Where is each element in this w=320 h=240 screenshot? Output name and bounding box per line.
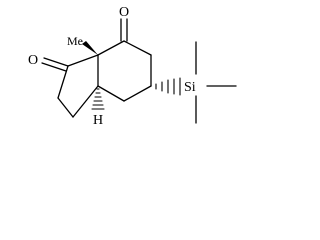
silicon-label: Si	[184, 80, 196, 95]
bond-c1-o-left-b	[41, 62, 67, 72]
methyl-label: Me	[67, 34, 83, 48]
structure-svg: O O Me H Si	[28, 5, 237, 128]
hashed-bond-h	[91, 88, 105, 110]
oxygen-left-label: O	[28, 53, 38, 68]
molecule-diagram: O O Me H Si	[0, 0, 240, 157]
bond-c4-c3a	[97, 85, 125, 102]
bond-c7a-c1	[67, 54, 99, 67]
oxygen-top-label: O	[119, 5, 129, 20]
bond-c5-c4	[123, 85, 152, 102]
bond-c2-c3	[57, 97, 74, 118]
bond-c7a-c7	[97, 40, 125, 56]
bond-c7-c6	[123, 40, 152, 56]
bond-c1-o-left-a	[43, 57, 69, 67]
bond-c3-c3a	[72, 85, 99, 118]
hashed-bond-si	[155, 77, 181, 96]
wedge-bond-methyl	[82, 41, 98, 55]
hydrogen-label: H	[93, 113, 103, 128]
